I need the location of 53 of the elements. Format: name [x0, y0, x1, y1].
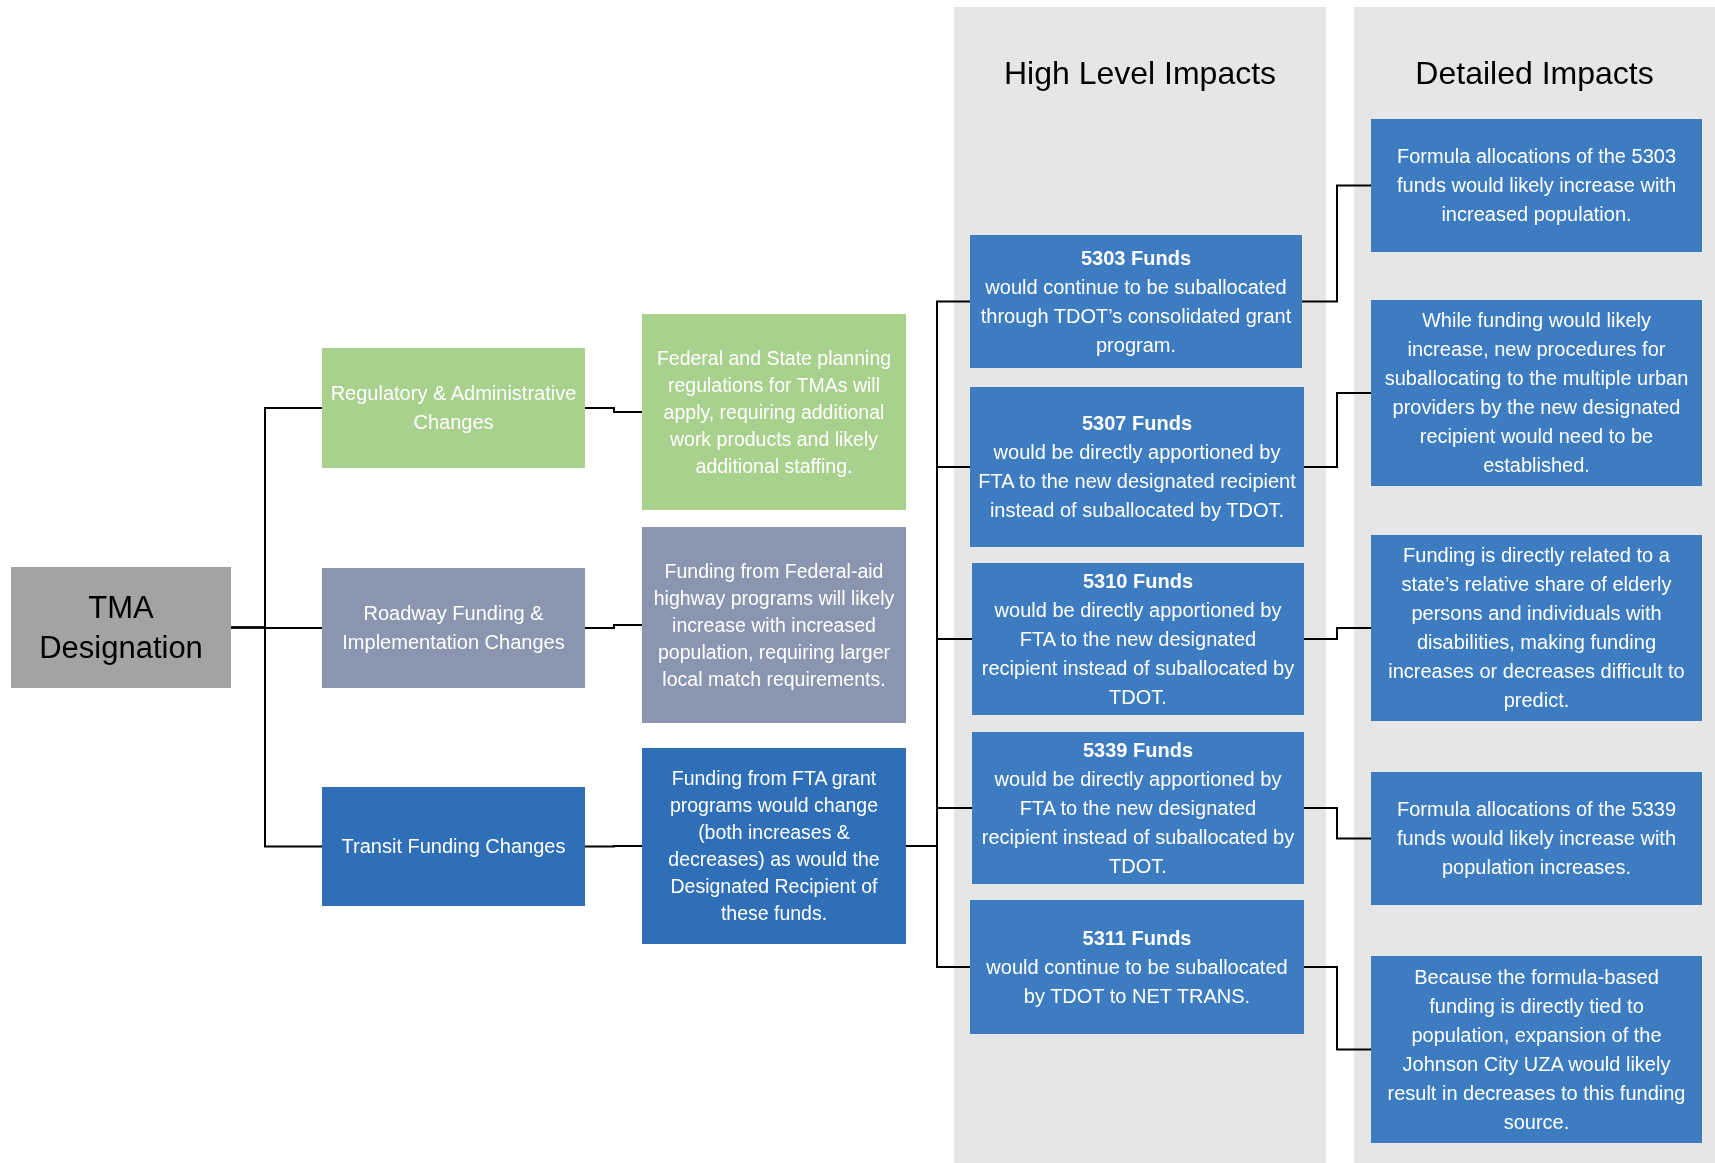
description-box [642, 314, 906, 510]
box-text: Because the formula-based funding is directly tied to population, expansion of the Johnson City UZA would likely result in decreases to this funding source. [1386, 964, 1687, 1135]
root-box [11, 567, 231, 688]
column-heading: Detailed Impacts [1414, 54, 1655, 93]
box-text: would be directly apportioned by FTA to the new designated recipient instead of suballocated by TDOT. [980, 766, 1296, 879]
box-text: Funding from FTA grant programs would change (both increases & decreases) as would the Designated Recipient of these funds. [667, 766, 881, 926]
box-text: Federal and State planning regulations for TMAs will apply, requiring additional work products and likely additional staffing. [655, 345, 893, 479]
box-text: would be directly apportioned by FTA to the new designated recipient instead of suballocated by TDOT. [978, 440, 1296, 523]
column-band [1354, 7, 1715, 1163]
box-text: would be directly apportioned by FTA to the new designated recipient instead of suballocated by TDOT. [980, 597, 1296, 710]
column-heading: High Level Impacts [1002, 54, 1278, 93]
box-text: TMA Designation [38, 588, 204, 667]
connector-line [584, 407, 643, 413]
category-box [322, 787, 585, 906]
detail-box [1371, 300, 1702, 486]
connector-line [584, 845, 643, 848]
box-heading: 5339 Funds [1082, 737, 1193, 763]
connector-line [1303, 392, 1372, 468]
connector-line [905, 845, 971, 968]
impact-box [970, 235, 1302, 368]
impact-box [972, 732, 1304, 884]
box-text: Funding is directly related to a state’s relative share of elderly persons and individuals with disabilities, making funding increases or decreases difficult to predict. [1387, 543, 1686, 713]
category-box [322, 348, 585, 468]
connector-line [1303, 807, 1372, 840]
box-heading: 5310 Funds [1082, 568, 1193, 594]
detail-box [1371, 535, 1702, 721]
detail-box [1371, 772, 1702, 905]
box-text: Funding from Federal-aid highway programs will likely increase with increased population, requiring larger local match requirements. [652, 558, 896, 692]
connector-line [1303, 966, 1372, 1051]
box-heading: 5303 Funds [1080, 245, 1191, 271]
connector-line [584, 624, 643, 629]
description-box [642, 527, 906, 723]
category-box [322, 568, 585, 688]
box-text: Transit Funding Changes [341, 834, 566, 859]
box-heading: 5307 Funds [1081, 411, 1192, 436]
detail-box [1371, 956, 1702, 1143]
box-text: Formula allocations of the 5303 funds would likely increase with increased population. [1395, 144, 1678, 227]
impact-box [970, 387, 1304, 547]
impact-box [972, 563, 1304, 715]
box-heading: 5311 Funds [1082, 925, 1192, 951]
description-box [642, 748, 906, 944]
box-text: Roadway Funding & Implementation Changes [341, 601, 566, 655]
box-text: While funding would likely increase, new procedures for suballocating to the multiple urban providers by the new designated recipient would need to be established. [1383, 308, 1690, 478]
connector-line [230, 626, 323, 848]
detail-box [1371, 119, 1702, 252]
column-band [954, 7, 1326, 1163]
box-text: would continue to be suballocated through TDOT’s consolidated grant program. [979, 274, 1293, 358]
box-text: would continue to be suballocated by TDOT to NET TRANS. [985, 954, 1289, 1009]
connector-line [1301, 184, 1372, 303]
box-text: Regulatory & Administrative Changes [330, 381, 577, 435]
connector-line [1303, 627, 1372, 640]
box-text: Formula allocations of the 5339 funds would likely increase with population increases. [1395, 797, 1678, 880]
impact-box [970, 900, 1304, 1034]
